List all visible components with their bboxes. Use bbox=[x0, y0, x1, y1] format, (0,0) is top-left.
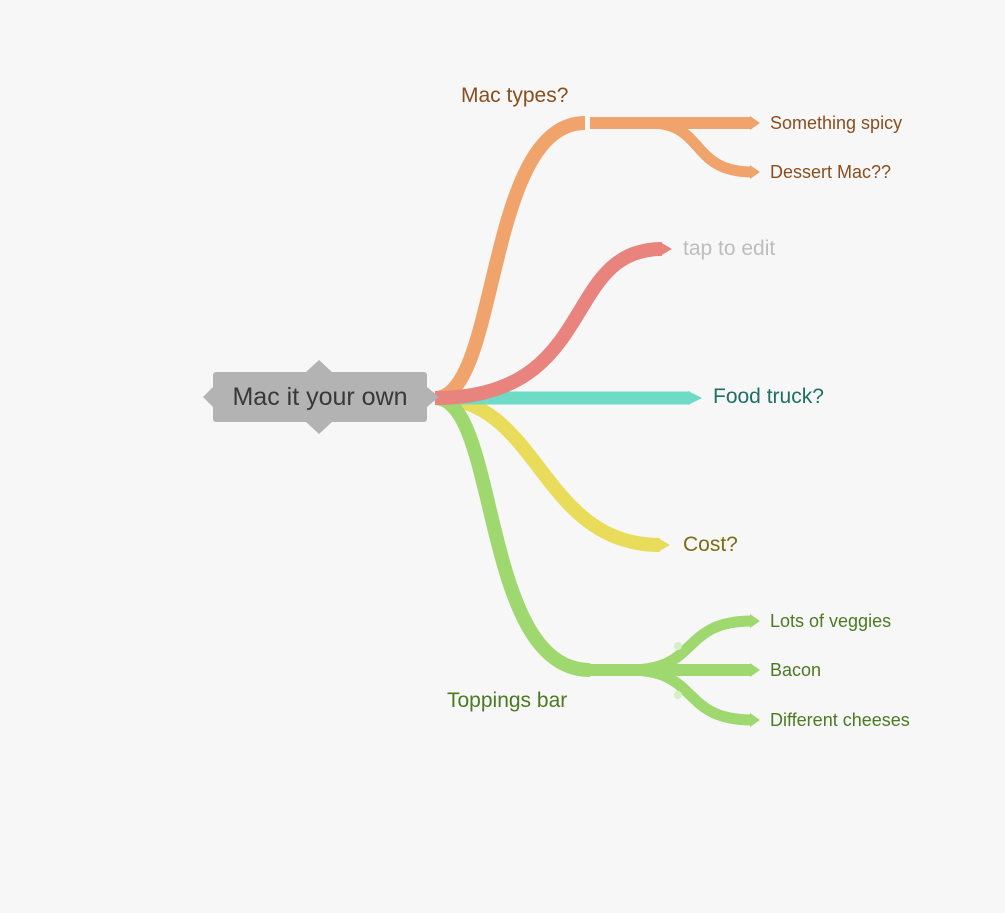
node-mac-types[interactable]: Mac types? bbox=[461, 84, 569, 107]
node-bacon[interactable]: Bacon bbox=[770, 660, 822, 680]
root-node[interactable]: Mac it your own bbox=[213, 372, 427, 422]
node-food-truck[interactable]: Food truck? bbox=[713, 385, 824, 408]
node-tap-to-edit[interactable]: tap to edit bbox=[683, 237, 776, 260]
branch-line-mac-types bbox=[433, 116, 760, 405]
node-toppings-bar[interactable]: Toppings bar bbox=[447, 689, 568, 712]
node-something-spicy[interactable]: Something spicy bbox=[770, 113, 903, 133]
node-cost[interactable]: Cost? bbox=[683, 533, 738, 556]
branch-line-tap-to-edit bbox=[434, 242, 672, 405]
root-node-handles bbox=[203, 360, 439, 434]
node-different-cheeses[interactable]: Different cheeses bbox=[770, 710, 910, 730]
node-lots-of-veggies[interactable]: Lots of veggies bbox=[770, 611, 892, 631]
branch-line-cost bbox=[434, 391, 670, 552]
branch-line-toppings bbox=[433, 391, 760, 727]
node-dessert-mac[interactable]: Dessert Mac?? bbox=[770, 162, 892, 182]
